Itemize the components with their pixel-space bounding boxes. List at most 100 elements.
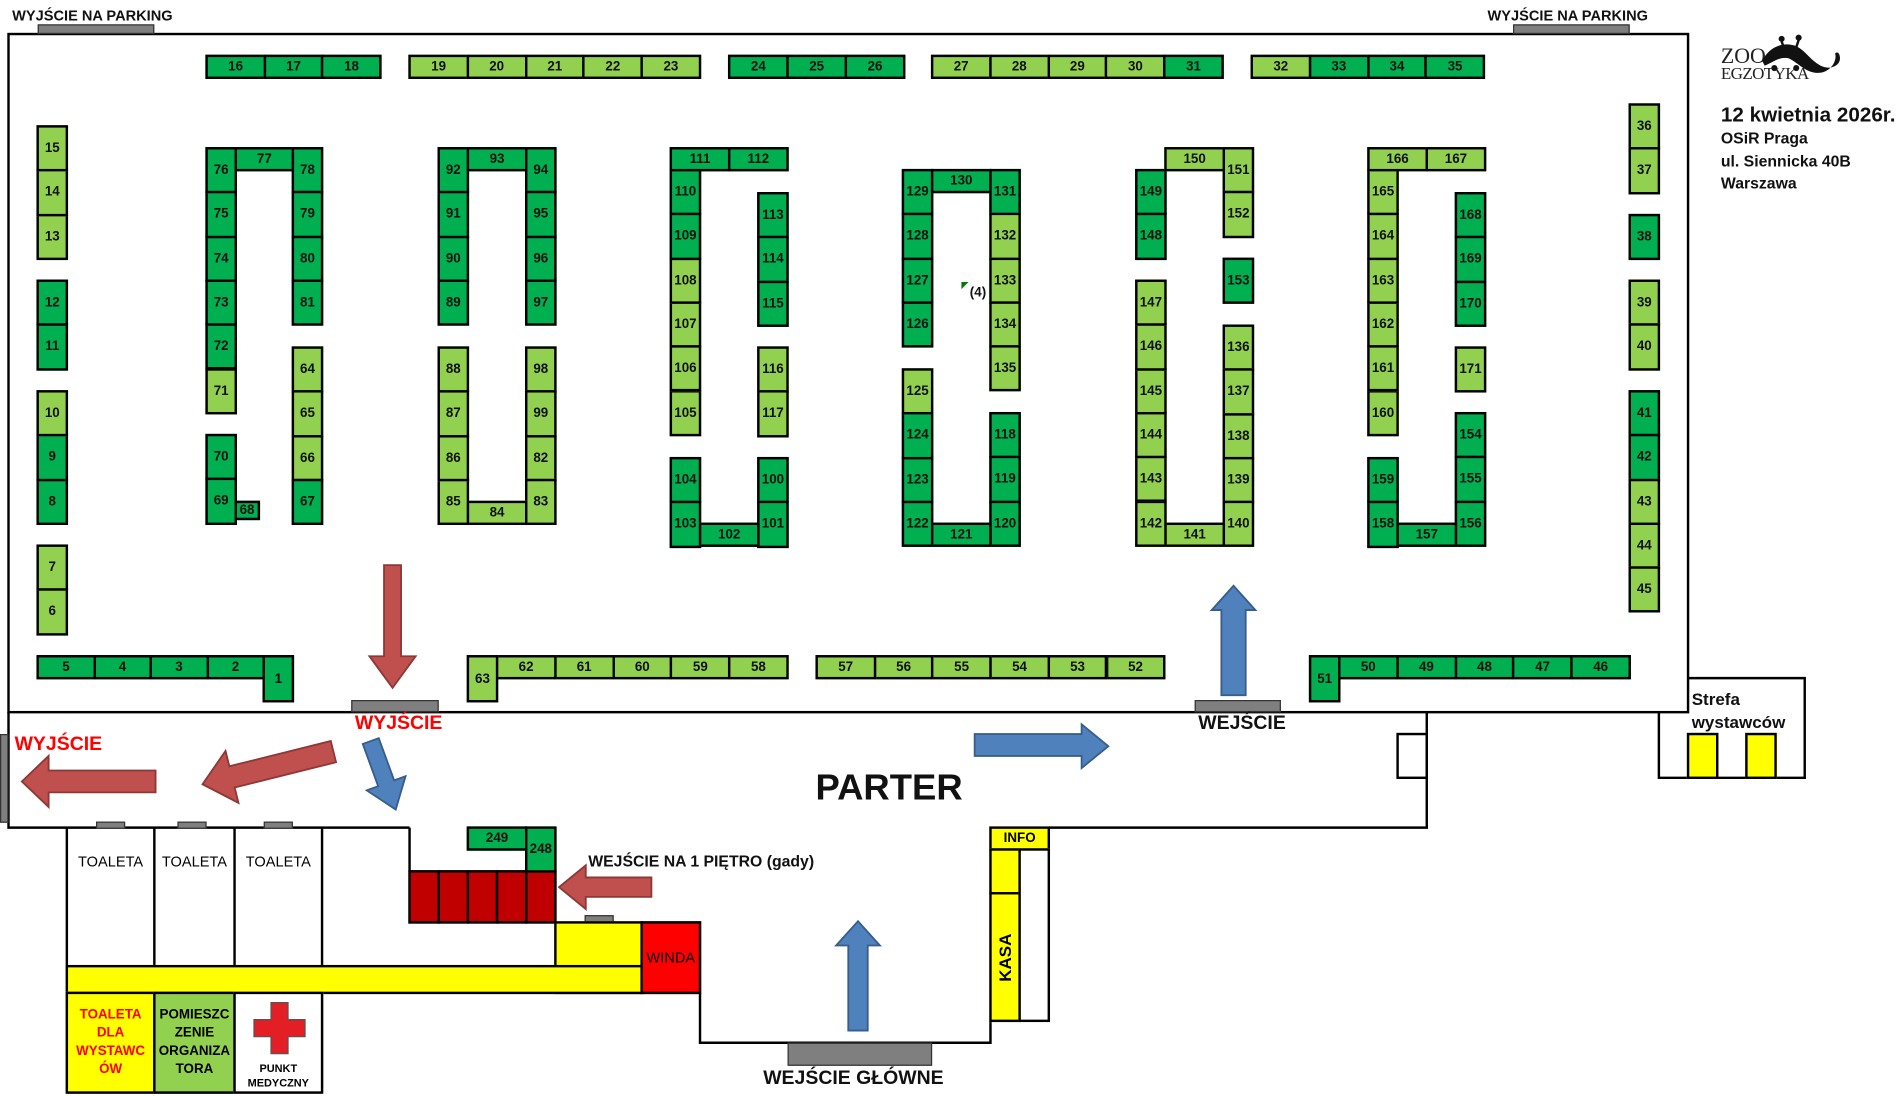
stall-142: 142 [1135,500,1167,547]
stall-87: 87 [437,390,470,438]
stall-79: 79 [291,191,324,238]
stall-112: 112 [727,147,789,172]
stall-159: 159 [1367,456,1399,504]
parking-exit-left-label: WYJŚCIE NA PARKING [12,7,173,25]
stall-95: 95 [525,191,557,238]
logo: ZOO EGZOTYKA [1721,34,1855,87]
organizer-room-label: ZENIE [174,1025,215,1041]
medical-label: MEDYCZNY [247,1076,309,1089]
stall-121: 121 [930,522,992,547]
stall-45: 45 [1628,566,1661,614]
venue-address: ul. Siennicka 40B [1720,151,1851,171]
stall-15: 15 [36,125,69,172]
stall-135: 135 [989,345,1021,392]
toilet-label: TOALETA [161,853,227,871]
stall-25: 25 [786,54,848,79]
stall-105: 105 [669,389,702,437]
organizer-room: POMIESZC ZENIE ORGANIZA TORA [153,991,236,1094]
venue-name: OSiR Praga [1720,128,1808,148]
stall-63: 63 [466,655,499,703]
stall-14: 14 [36,169,69,216]
stall-99: 99 [525,390,557,438]
stall-44: 44 [1628,522,1661,569]
entrance-label: WEJŚCIE [1198,713,1286,735]
stall-85: 85 [437,478,470,526]
toilet-door [177,821,207,829]
toilet-label: TOALETA [245,853,311,871]
arrow-icon-exit-diagonal [201,739,338,805]
parking-door-right [1513,24,1630,35]
stall-8: 8 [36,478,69,525]
stall-23: 23 [640,54,702,79]
stall-52: 52 [1105,655,1166,680]
stall-20: 20 [466,54,527,79]
stall-27: 27 [930,54,992,79]
stall-17: 17 [263,54,324,79]
stall-111: 111 [669,147,731,172]
stall-73: 73 [205,279,237,326]
side-exit-door [0,734,9,823]
stall-160: 160 [1367,389,1399,437]
stall-84: 84 [466,500,528,526]
venue-city: Warszawa [1720,173,1797,193]
stall-122: 122 [901,500,934,548]
stall-39: 39 [1628,279,1661,327]
arrow-icon-exit-left [20,753,157,810]
stall-127: 127 [901,257,934,304]
stall-32: 32 [1250,54,1312,79]
stall-33: 33 [1308,54,1370,79]
stall-81: 81 [291,279,324,326]
stall-126: 126 [901,301,934,348]
toilet-label: TOALETA [78,853,144,871]
stall-97: 97 [525,279,557,326]
arrow-icon-diagonal-down [361,736,407,811]
parking-door-left [37,24,155,35]
stall-47: 47 [1512,655,1573,680]
arrow-icon-exit-down [367,564,418,690]
stall-143: 143 [1135,455,1167,503]
stall-157: 157 [1396,522,1458,547]
stall-171: 171 [1454,346,1487,393]
first-floor-entrance-label: WEJŚCIE NA 1 PIĘTRO (gady) [588,851,815,871]
stall-138: 138 [1222,412,1255,460]
stall-150: 150 [1164,147,1226,172]
stall-77: 77 [234,147,295,172]
stall-58: 58 [728,655,789,680]
stall-149: 149 [1135,168,1167,216]
arrow-icon-first-floor [557,863,653,911]
stairs-step [495,870,528,924]
stall-156: 156 [1454,500,1487,547]
stall-38: 38 [1628,213,1661,261]
cashier-back [1018,848,1051,1023]
stall-55: 55 [931,655,992,680]
stall-162: 162 [1367,301,1399,348]
stall-139: 139 [1222,456,1255,504]
stall-119: 119 [989,456,1021,503]
stall-65: 65 [291,390,324,438]
stall-155: 155 [1454,456,1487,503]
stall-57: 57 [815,655,876,680]
organizer-room-label: POMIESZC [159,1007,230,1023]
stall-70: 70 [205,433,237,481]
stall-43: 43 [1628,478,1661,525]
stall-117: 117 [757,390,789,438]
stall-163: 163 [1367,257,1399,304]
stall-50: 50 [1338,655,1399,680]
stall-124: 124 [901,412,934,459]
main-entrance-door [787,1042,933,1066]
stall-68: 68 [234,500,260,521]
exhibitor-toilet-label: ÓW [99,1062,123,1077]
medical-cross-icon [253,1002,306,1055]
stall-18: 18 [321,54,382,79]
stall-66: 66 [291,434,324,482]
stall-115: 115 [757,280,789,327]
elevator-label: WINDA [646,949,696,967]
exhibitor-zone-line: Strefa [1691,689,1740,709]
stall-132: 132 [989,213,1021,260]
stall-7: 7 [36,544,69,591]
stall-153: 153 [1222,257,1255,305]
stall-152: 152 [1222,191,1255,238]
exhibitor-toilet-label: TOALETA [79,1007,142,1023]
stall-93: 93 [466,147,528,172]
stall-62: 62 [495,655,557,680]
